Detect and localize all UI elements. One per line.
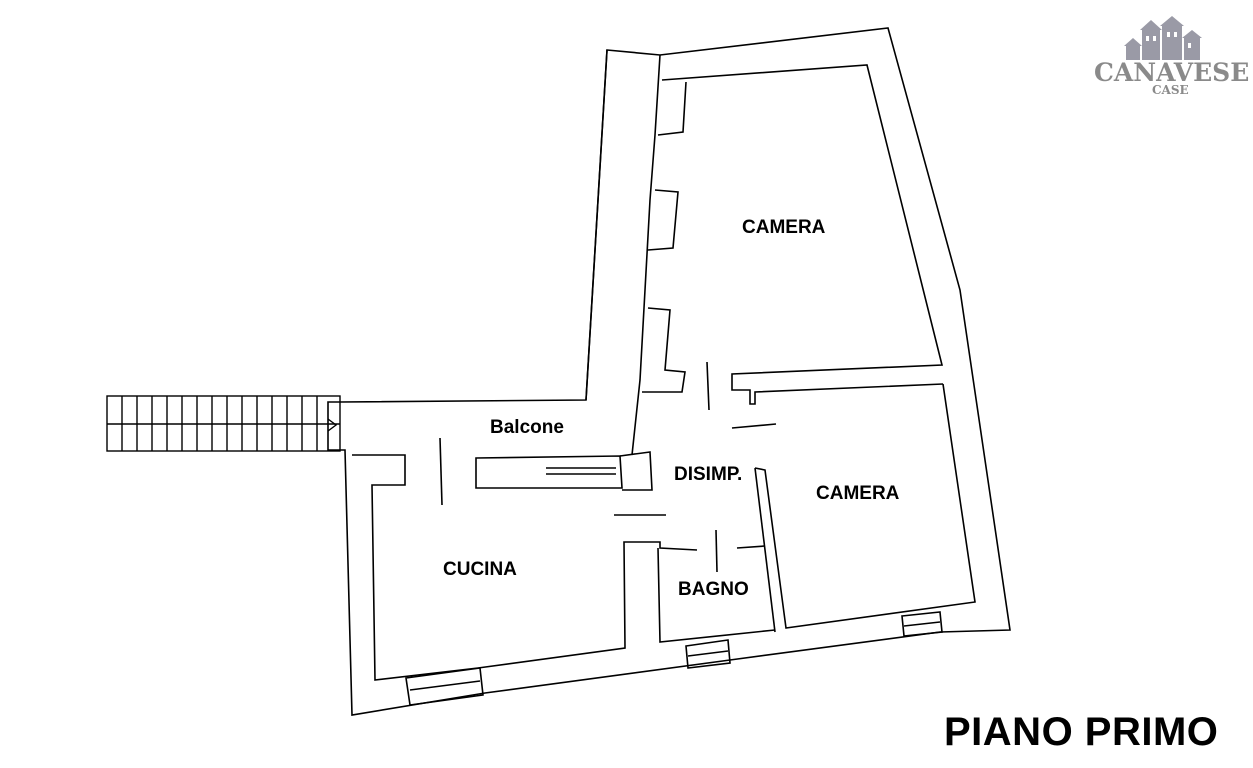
camera-right-inner — [754, 383, 976, 629]
bagno-door-right — [736, 545, 766, 549]
staircase — [106, 395, 341, 452]
outer-wall — [327, 27, 1011, 716]
niche-1 — [657, 81, 687, 136]
balcone-window-box — [475, 455, 623, 489]
door-jamb-cucina — [439, 437, 443, 506]
window-cucina-glass — [409, 680, 481, 691]
niche-3 — [642, 307, 686, 393]
logo-main-text: CANAVESE — [1094, 58, 1250, 87]
window-camera-glass — [903, 621, 941, 627]
door-jamb-1 — [706, 361, 710, 411]
logo-sub-text: CASE — [1152, 83, 1189, 97]
bagno-walls — [657, 547, 776, 643]
door-swing-line — [731, 423, 777, 429]
camera-right-wall-double — [754, 467, 776, 633]
logo: CANAVESE CASE — [1090, 12, 1249, 102]
inner-wall-corridor — [631, 54, 661, 456]
window-bagno-glass — [687, 650, 729, 657]
balcone-pillar — [619, 451, 653, 491]
stair-arrow-icon — [327, 418, 338, 432]
room-label-camera-right: CAMERA — [816, 483, 900, 504]
room-label-balcone: Balcone — [490, 417, 564, 438]
camera-top-inner — [661, 64, 944, 405]
floor-title: PIANO PRIMO — [944, 710, 1219, 754]
bagno-door-jamb — [715, 529, 718, 573]
room-label-camera-top: CAMERA — [742, 217, 826, 238]
niche-2 — [647, 189, 679, 251]
logo-houses-icon — [1124, 16, 1202, 60]
corridor-west-wall — [585, 49, 608, 401]
room-label-bagno: BAGNO — [678, 579, 749, 600]
room-label-disimpegno: DISIMP. — [674, 464, 743, 485]
window-bagno — [685, 639, 731, 669]
window-cucina — [405, 667, 484, 706]
window-camera — [901, 611, 943, 637]
room-label-cucina: CUCINA — [443, 559, 517, 580]
